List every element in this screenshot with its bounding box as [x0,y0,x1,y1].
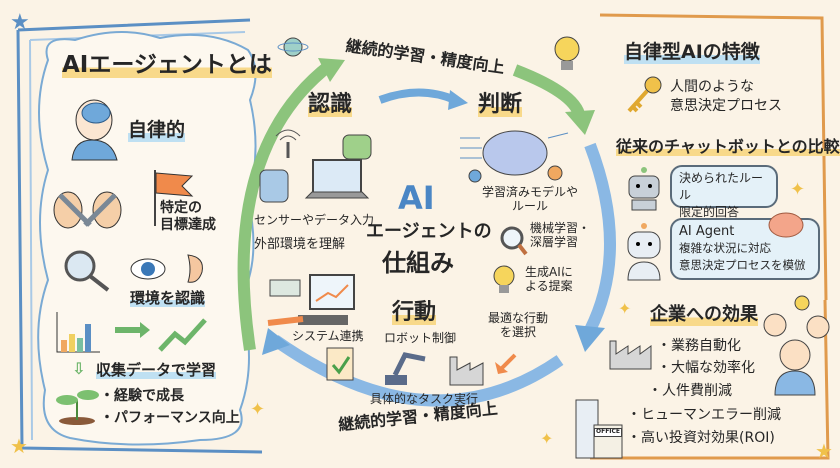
hands-wrench-icon [53,191,122,229]
blue-arrow-bottom [271,335,564,407]
ai-agent-bubble: AI Agent 複雑な状況に対応 意思決定プロセスを模倣 [670,218,820,280]
judgment-model-line: ルール [512,198,549,213]
goal-line: 特定の [160,200,202,216]
factory-icon [609,340,652,370]
ai-agent-line: 意思決定プロセスを模倣 [679,258,806,272]
action-system: システム連携 [292,329,364,343]
perception-line: センサーやデータ入力 [254,213,375,227]
star-icon: ★ [815,439,833,463]
down-arrow-icon: ⇩ [72,359,86,378]
effect-item: ・人件費削減 [648,383,732,399]
people-icon [763,295,830,396]
perceive-label: 環境を認識 [130,289,206,308]
judgment-ml-line: 深層学習 [530,234,579,249]
perception-line: 外部環境を理解 [254,237,346,252]
features-line: 人間のような [670,79,754,95]
chatbot-line: 限定的回答 [679,205,740,219]
star-icon: ★ [10,434,28,458]
sparkle-icon: ✦ [250,399,266,420]
magnifier-icon [500,226,528,256]
planet-icon [277,37,309,57]
ai-agent-robot-icon [627,223,661,281]
judgment-genai-line: 生成AIに [525,265,573,279]
brain-icon [768,212,804,238]
head-brain-icon [71,99,118,161]
features-text: 人間のような 意思決定プロセス [670,78,782,116]
features-title: 自律型AIの特徴 [624,41,760,64]
sprout-icon [56,390,99,425]
key-icon [627,76,662,113]
left-title: AIエージェントとは [62,52,272,79]
sparkle-icon: ✦ [540,429,554,448]
judgment-select-line: 最適な行動 [488,311,549,325]
learn-bullet: ・経験で成長 [100,388,184,404]
judgment-ml: 機械学習・ 深層学習 [530,221,591,250]
judgment-model-line: 学習済みモデルや [482,185,579,199]
action-title: 行動 [392,300,437,326]
chatbot-robot-icon [628,167,660,211]
autonomous-label: 自律的 [128,119,186,142]
chatbot-line: 決められたルール [679,171,764,202]
computer-hand-icon [267,274,355,326]
eye-ear-icon [130,254,203,283]
action-robot: ロボット制御 [384,331,457,345]
center-title-line: 仕組み [382,249,454,277]
sparkle-icon: ✦ [790,179,806,200]
judgment-select-line: を選択 [500,324,537,339]
lightbulb-icon [493,265,515,293]
bar-chart-icon [56,312,207,353]
action-task: 具体的なタスク実行 [370,392,479,406]
blue-arrow-right [584,142,616,333]
perception-title: 認識 [308,92,353,118]
learn-label: 収集データで学習 [96,361,217,380]
effect-item: ・高い投資対効果(ROI) [627,430,775,446]
effect-item: ・ヒューマンエラー削減 [627,407,781,423]
magnifier-hand-icon [64,250,110,292]
clipboard-robot-arm-factory-icon [326,347,484,386]
star-icon: ★ [10,10,30,35]
effect-item: ・大幅な効率化 [657,360,755,376]
sensor-database-laptop-icon [259,129,372,203]
brain-network-icon [460,130,569,183]
effect-item: ・業務自動化 [657,338,741,354]
effects-title: 企業への効果 [650,304,758,326]
lightbulb-top-icon [554,36,580,70]
judgment-genai: 生成AIに よる提案 [525,265,573,294]
flag-icon [154,170,194,226]
green-arrow-left [237,60,334,351]
judgment-select: 最適な行動 を選択 [488,311,549,340]
judgment-ml-line: 機械学習・ [530,221,591,235]
judgment-model: 学習済みモデルや ルール [482,185,579,214]
chatbot-bubble: 決められたルール 限定的回答 [670,165,778,219]
learn-bullet: ・パフォーマンス向上 [100,410,240,426]
judgment-title: 判断 [478,92,523,118]
goal-line: 目標達成 [160,217,216,233]
center-title-ai: AI [398,179,435,217]
features-line: 意思決定プロセス [670,98,782,114]
perceive-to-judge-arrow [378,88,457,104]
ai-agent-line: AI Agent [679,224,735,239]
sparkle-icon: ✦ [618,299,632,318]
judgment-genai-line: よる提案 [525,278,573,293]
center-title-line: エージェントの [366,221,492,242]
ai-agent-line: 複雑な状況に対応 [679,241,771,255]
compare-title: 従来のチャットボットとの比較 [616,137,840,157]
office-sign: OFFICE [594,428,623,437]
goal-label: 特定の 目標達成 [160,200,216,234]
